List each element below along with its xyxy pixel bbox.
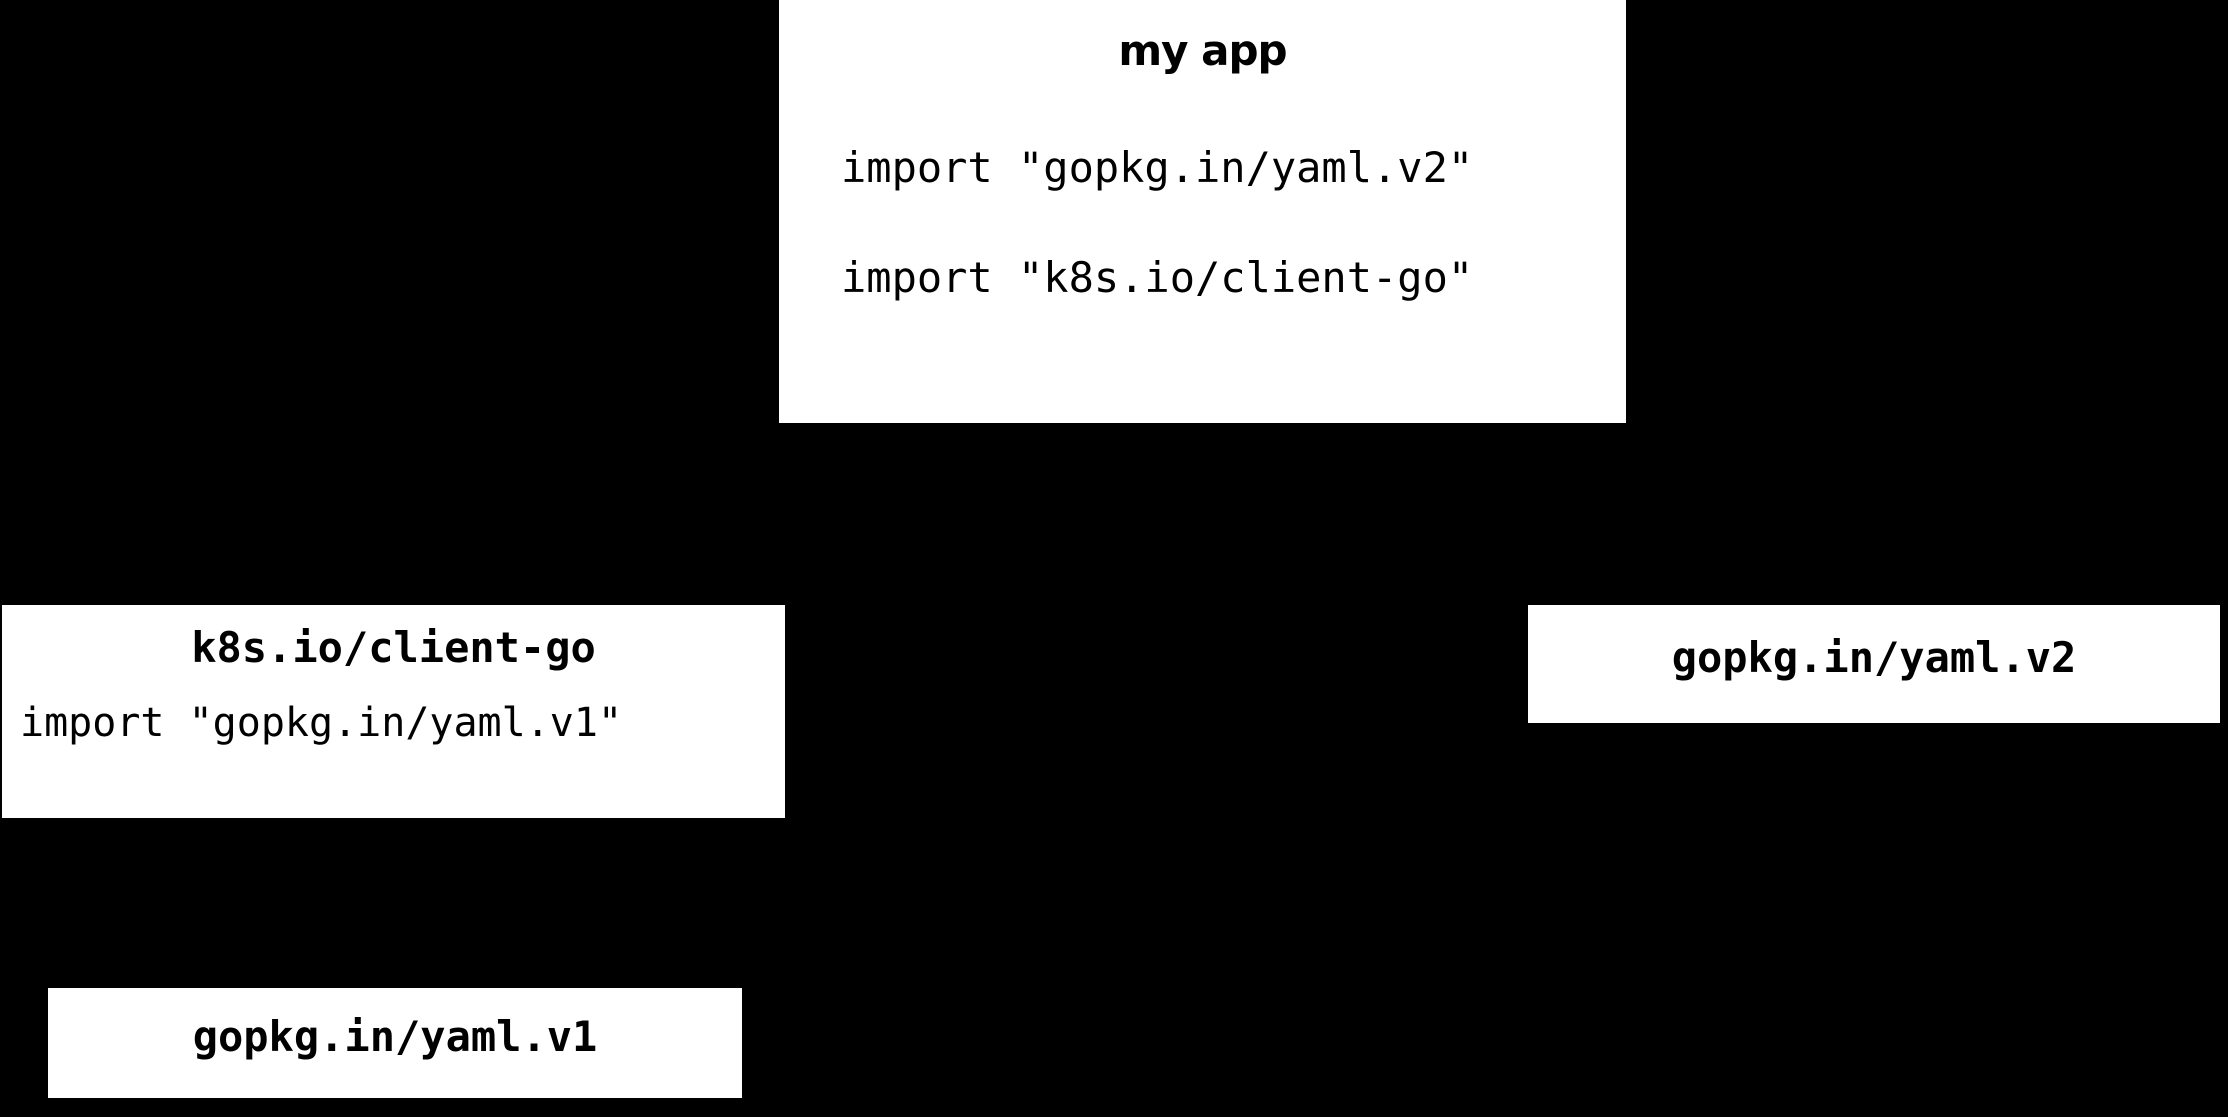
node-my-app-imports: import "gopkg.in/yaml.v2" import "k8s.io… bbox=[779, 113, 1626, 333]
node-k8s-io-client-go[interactable]: k8s.io/client-go import "gopkg.in/yaml.v… bbox=[2, 605, 785, 818]
node-my-app[interactable]: my app import "gopkg.in/yaml.v2" import … bbox=[779, 0, 1626, 423]
node-my-app-title: my app bbox=[1118, 26, 1287, 75]
import-statement: import "gopkg.in/yaml.v2" bbox=[841, 143, 1474, 192]
node-gopkg-in-yaml-v2-title: gopkg.in/yaml.v2 bbox=[1671, 633, 2077, 682]
import-statement: import "k8s.io/client-go" bbox=[841, 253, 1474, 302]
node-gopkg-in-yaml-v1-title: gopkg.in/yaml.v1 bbox=[192, 1012, 598, 1061]
node-gopkg-in-yaml-v1[interactable]: gopkg.in/yaml.v1 bbox=[48, 988, 742, 1098]
import-statement: import "gopkg.in/yaml.v1" bbox=[20, 700, 623, 746]
node-gopkg-in-yaml-v2[interactable]: gopkg.in/yaml.v2 bbox=[1528, 605, 2220, 723]
node-k8s-io-client-go-title: k8s.io/client-go bbox=[191, 623, 596, 672]
